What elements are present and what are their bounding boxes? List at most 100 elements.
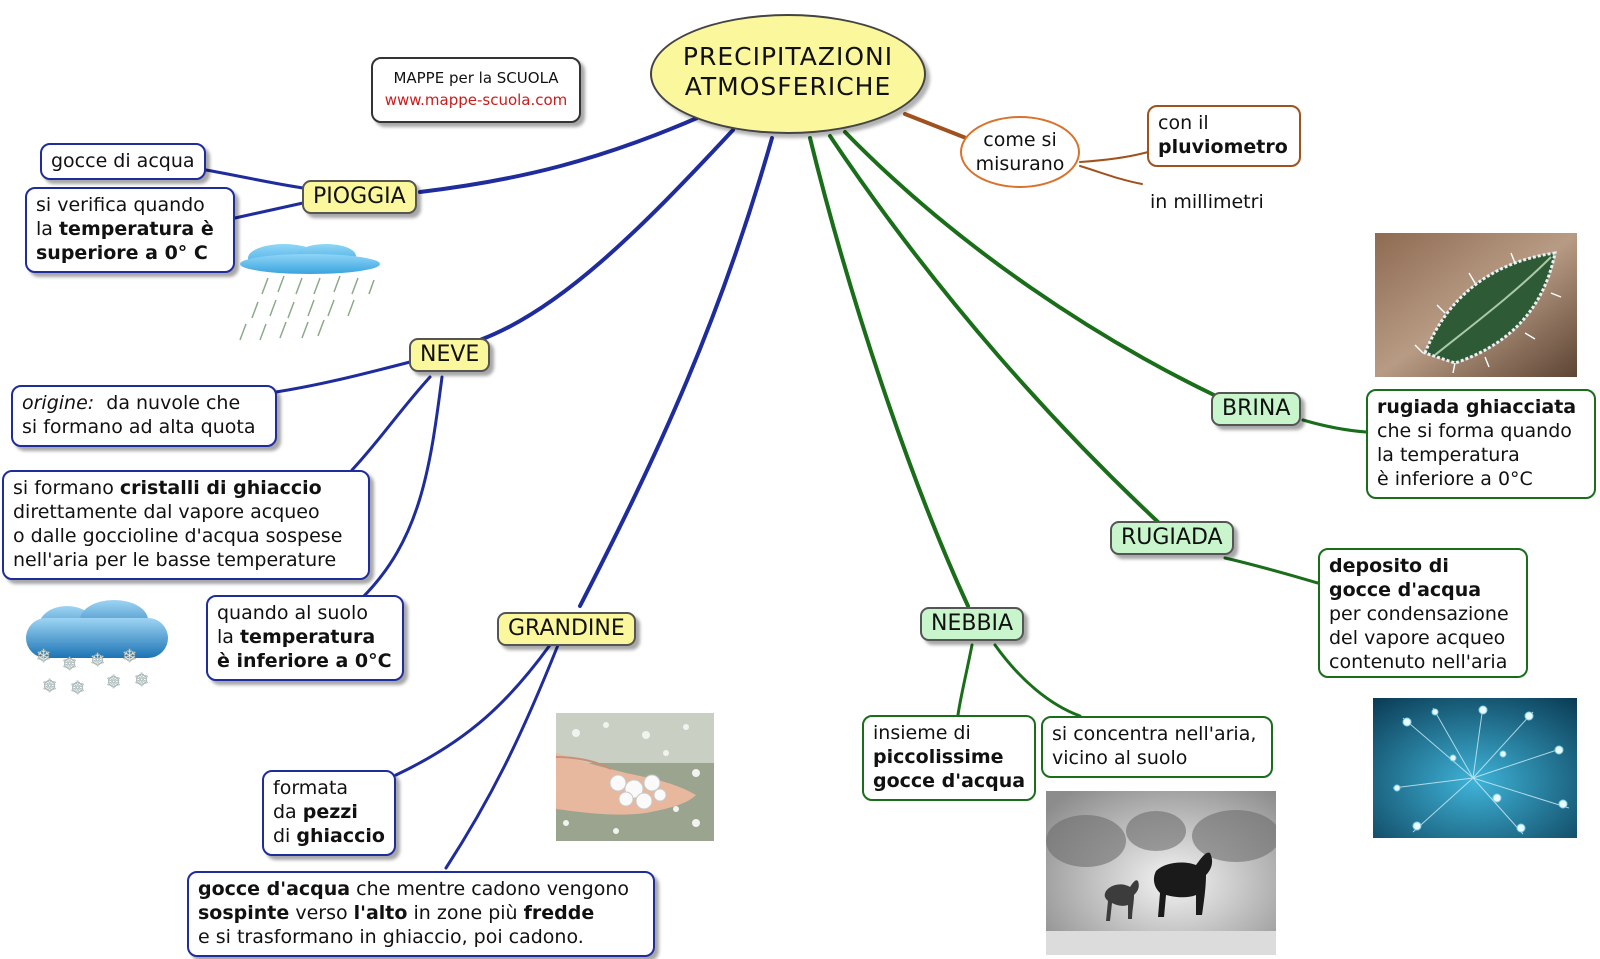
link-nebbia-concentra — [993, 643, 1082, 718]
grandine-gocce-t2: verso — [289, 902, 354, 924]
grandine-formata-line2a: da — [273, 801, 303, 823]
brina-def-line4: è inferiore a 0°C — [1377, 468, 1533, 490]
nebbia-insieme-box: insieme di piccolissime gocce d'acqua — [862, 715, 1036, 801]
unit-millimetri: in millimetri — [1150, 191, 1264, 213]
brina-def-box: rugiada ghiacciata che si forma quando l… — [1366, 389, 1596, 499]
pioggia-temp-line2b: temperatura è — [58, 218, 214, 240]
neve-suolo-box: quando al suolo la temperatura è inferio… — [206, 595, 404, 681]
neve-cristalli-line1a: si formano — [13, 477, 120, 499]
hailstones-photo — [556, 713, 714, 841]
pioggia-gocce-box: gocce di acqua — [40, 143, 206, 180]
link-main-misurano — [903, 112, 968, 140]
fog-horses-photo — [1046, 791, 1276, 955]
link-pioggia-temp — [233, 201, 305, 220]
dew-drops-photo — [1373, 698, 1577, 838]
grandine-gocce-line3: e si trasformano in ghiaccio, poi cadono… — [198, 926, 584, 948]
neve-suolo-line1: quando al suolo — [217, 602, 368, 624]
link-neve-suolo — [360, 375, 444, 600]
link-brina-def — [1301, 418, 1368, 434]
node-brina: BRINA — [1211, 392, 1302, 426]
rugiada-deposito-line4: del vapore acqueo — [1329, 627, 1506, 649]
rugiada-deposito-line5: contenuto nell'aria — [1329, 651, 1508, 673]
node-pioggia: PIOGGIA — [302, 180, 417, 214]
rugiada-deposito-line2: gocce d'acqua — [1329, 579, 1482, 601]
main-topic-line1: PRECIPITAZIONI — [682, 42, 894, 71]
neve-cristalli-line3: o dalle goccioline d'acqua sospese — [13, 525, 343, 547]
link-grandine-formata — [394, 643, 552, 777]
pioggia-temp-line1: si verifica quando — [36, 194, 205, 216]
link-pioggia-gocce — [204, 168, 305, 190]
grandine-formata-box: formata da pezzi di ghiaccio — [262, 770, 396, 856]
neve-origine-box: origine: da nuvole che si formano ad alt… — [11, 385, 277, 447]
link-main-pioggia — [418, 116, 699, 194]
link-misurano-pluvio — [1079, 151, 1149, 163]
link-neve-cristalli — [350, 375, 432, 472]
main-topic-line2: ATMOSFERICHE — [684, 72, 892, 101]
misurano-line1: come si — [983, 129, 1057, 151]
neve-cristalli-line2: direttamente dal vapore acqueo — [13, 501, 320, 523]
pioggia-temp-line3: superiore a 0° C — [36, 242, 208, 264]
pluviometro-box: con il pluviometro — [1147, 105, 1301, 167]
link-misurano-mm — [1079, 165, 1143, 185]
link-nebbia-insieme — [956, 643, 974, 717]
link-main-neve — [478, 128, 735, 342]
svg-text:❄: ❄ — [122, 646, 137, 667]
nebbia-insieme-line2: piccolissime — [873, 746, 1004, 768]
pioggia-gocce-text: gocce di acqua — [51, 150, 195, 172]
link-main-nebbia — [808, 136, 970, 608]
neve-origine-em: origine: — [22, 392, 95, 414]
link-rugiada-deposito — [1223, 556, 1320, 585]
pioggia-temp-box: si verifica quando la temperatura è supe… — [25, 187, 235, 273]
pluviometro-line1: con il — [1158, 112, 1209, 134]
nebbia-concentra-box: si concentra nell'aria, vicino al suolo — [1041, 716, 1273, 778]
badge-url[interactable]: www.mappe-scuola.com — [384, 91, 568, 109]
neve-cristalli-line4: nell'aria per le basse temperature — [13, 549, 337, 571]
grandine-gocce-b4: fredde — [523, 902, 595, 924]
neve-cristalli-line1b: cristalli di ghiaccio — [119, 477, 322, 499]
svg-text:❄: ❄ — [36, 646, 51, 667]
svg-text:❄: ❄ — [106, 672, 121, 693]
grandine-formata-line3a: di — [273, 825, 297, 847]
svg-text:❄: ❄ — [134, 670, 149, 691]
pluviometro-line2: pluviometro — [1158, 136, 1288, 158]
pioggia-temp-line2a: la — [36, 218, 59, 240]
grandine-gocce-t1: che mentre cadono vengono — [350, 878, 630, 900]
snow-cloud-icon: ❄❄❄❄ ❄❄❄❄ — [26, 600, 168, 699]
link-grandine-gocce — [444, 643, 560, 870]
misurano-node: come si misurano — [960, 116, 1080, 188]
svg-text:❄: ❄ — [42, 676, 57, 697]
source-badge: MAPPE per la SCUOLA www.mappe-scuola.com — [371, 57, 581, 123]
nebbia-concentra-line1: si concentra nell'aria, — [1052, 723, 1257, 745]
neve-cristalli-box: si formano cristalli di ghiaccio diretta… — [2, 470, 370, 580]
brina-def-line3: la temperatura — [1377, 444, 1520, 466]
neve-suolo-line2a: la — [217, 626, 240, 648]
main-topic: PRECIPITAZIONI ATMOSFERICHE — [650, 14, 926, 134]
rugiada-deposito-box: deposito di gocce d'acqua per condensazi… — [1318, 548, 1528, 678]
node-grandine: GRANDINE — [497, 612, 636, 646]
svg-text:❄: ❄ — [90, 650, 105, 671]
neve-suolo-line3: è inferiore a 0°C — [217, 650, 392, 672]
grandine-formata-line3b: ghiaccio — [296, 825, 385, 847]
grandine-gocce-box: gocce d'acqua che mentre cadono vengono … — [187, 871, 655, 957]
neve-origine-line2: si formano ad alta quota — [22, 416, 256, 438]
misurano-line2: misurano — [975, 153, 1065, 175]
nebbia-insieme-line3: gocce d'acqua — [873, 770, 1026, 792]
nebbia-insieme-line1: insieme di — [873, 722, 971, 744]
grandine-gocce-t3: in zone più — [407, 902, 524, 924]
badge-name: MAPPE per la SCUOLA — [393, 69, 559, 87]
nebbia-concentra-line2: vicino al suolo — [1052, 747, 1188, 769]
node-rugiada: RUGIADA — [1110, 521, 1234, 555]
neve-suolo-line2b: temperatura — [239, 626, 376, 648]
node-neve: NEVE — [409, 338, 491, 372]
node-nebbia: NEBBIA — [920, 607, 1025, 641]
grandine-gocce-b3: l'alto — [353, 902, 408, 924]
brina-def-line1: rugiada ghiacciata — [1377, 396, 1577, 418]
grandine-formata-line1: formata — [273, 777, 349, 799]
grandine-formata-line2b: pezzi — [302, 801, 358, 823]
link-main-grandine — [578, 136, 774, 608]
grandine-gocce-b1: gocce d'acqua — [198, 878, 351, 900]
rugiada-deposito-line3: per condensazione — [1329, 603, 1509, 625]
svg-text:❄: ❄ — [62, 654, 77, 675]
rain-cloud-icon — [239, 244, 380, 341]
